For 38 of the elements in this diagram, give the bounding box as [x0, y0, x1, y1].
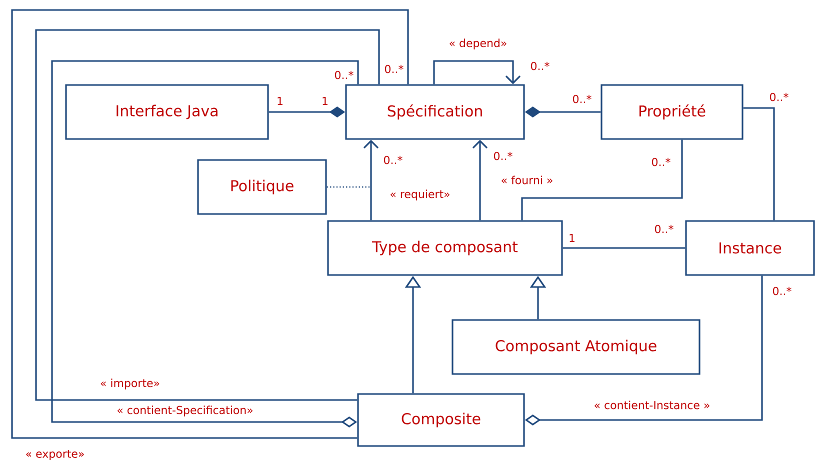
multiplicity-label: 0..*	[770, 92, 788, 102]
class-box: Propriété	[600, 84, 744, 140]
class-box: Type de composant	[327, 220, 563, 276]
multiplicity-label: 0..*	[772, 286, 792, 296]
class-box: Composite	[357, 393, 525, 447]
multiplicity-label: 0..*	[334, 70, 354, 80]
arrow	[363, 140, 379, 220]
connector	[562, 247, 686, 249]
multiplicity-label: 1	[278, 97, 282, 105]
multiplicity-label: 0..*	[654, 224, 674, 234]
connector	[743, 107, 775, 220]
multiplicity-label: 1	[570, 234, 574, 242]
multiplicity-label: 0..*	[572, 94, 592, 104]
multiplicity-label: 0..*	[494, 152, 512, 160]
connector	[51, 60, 359, 428]
multiplicity-label: 0..*	[384, 156, 402, 164]
edge-label: « contient-Instance »	[592, 400, 712, 410]
edge-label: « exporte»	[24, 448, 86, 461]
arrow	[433, 60, 521, 84]
dotted-line	[326, 186, 371, 188]
multiplicity-label: 1	[322, 97, 328, 105]
multiplicity-label: 0..*	[384, 64, 404, 74]
edge-label: « requiert»	[388, 188, 452, 202]
edge-label: « importe»	[99, 378, 162, 390]
connector	[11, 9, 409, 439]
multiplicity-label: 0..*	[530, 62, 550, 70]
connector	[521, 140, 683, 220]
edge-label: « contient-Specification»	[116, 404, 254, 418]
arrow	[472, 140, 488, 220]
connector	[35, 29, 380, 401]
edge-label: « depend»	[448, 38, 508, 50]
class-box: Politique	[197, 159, 327, 215]
class-box: Spécification	[345, 84, 525, 140]
class-box: Interface Java	[65, 84, 269, 140]
class-box: Composant Atomique	[452, 319, 700, 375]
class-box: Instance	[685, 220, 815, 276]
edge-label: « fourni »	[500, 174, 554, 186]
multiplicity-label: 0..*	[652, 158, 670, 166]
